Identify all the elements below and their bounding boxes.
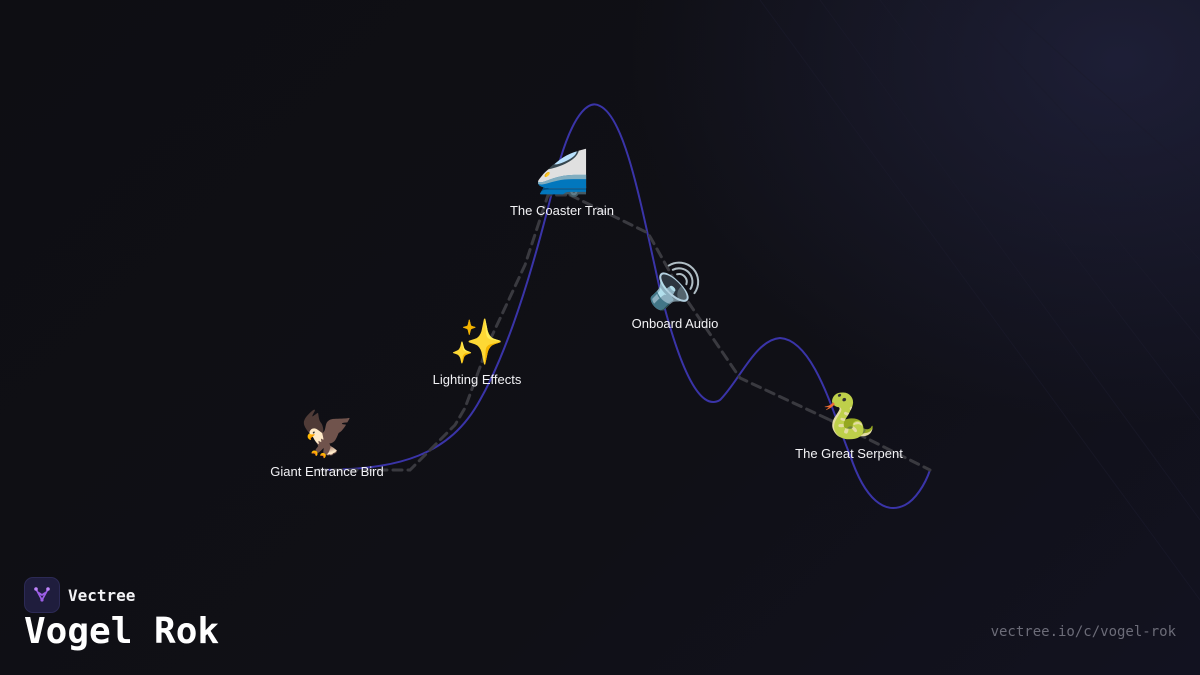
eagle-icon: 🦅	[299, 410, 355, 459]
coaster-track	[317, 103, 931, 509]
node-giant-entrance-bird[interactable]: 🦅 Giant Entrance Bird	[237, 410, 417, 479]
tree-branch-icon	[24, 577, 60, 613]
page-url[interactable]: vectree.io/c/vogel-rok	[990, 624, 1176, 640]
node-label: Giant Entrance Bird	[270, 464, 384, 479]
node-great-serpent[interactable]: 🐍 The Great Serpent	[759, 392, 939, 461]
node-onboard-audio[interactable]: 🔊 Onboard Audio	[585, 262, 765, 331]
brand[interactable]: Vectree	[24, 577, 135, 613]
speaker-icon: 🔊	[647, 262, 703, 311]
connector-train-to-audio	[568, 193, 682, 292]
connector-bird-to-lighting	[316, 338, 492, 472]
snake-icon: 🐍	[821, 392, 877, 441]
node-label: The Great Serpent	[795, 446, 903, 461]
page-title: Vogel Rok	[24, 611, 220, 652]
node-label: Onboard Audio	[631, 316, 719, 331]
node-label: The Coaster Train	[509, 203, 615, 218]
node-label: Lighting Effects	[432, 372, 522, 387]
connector-lines	[316, 193, 932, 472]
node-coaster-train[interactable]: 🚄 The Coaster Train	[472, 149, 652, 218]
brand-name: Vectree	[68, 585, 136, 605]
connector-serpent-to-end	[828, 418, 932, 472]
connector-audio-to-serpent	[678, 288, 832, 422]
sparkles-icon: ✨	[449, 318, 505, 367]
train-icon: 🚄	[534, 149, 590, 198]
connector-lighting-to-train	[488, 193, 572, 342]
node-lighting-effects[interactable]: ✨ Lighting Effects	[387, 318, 567, 387]
